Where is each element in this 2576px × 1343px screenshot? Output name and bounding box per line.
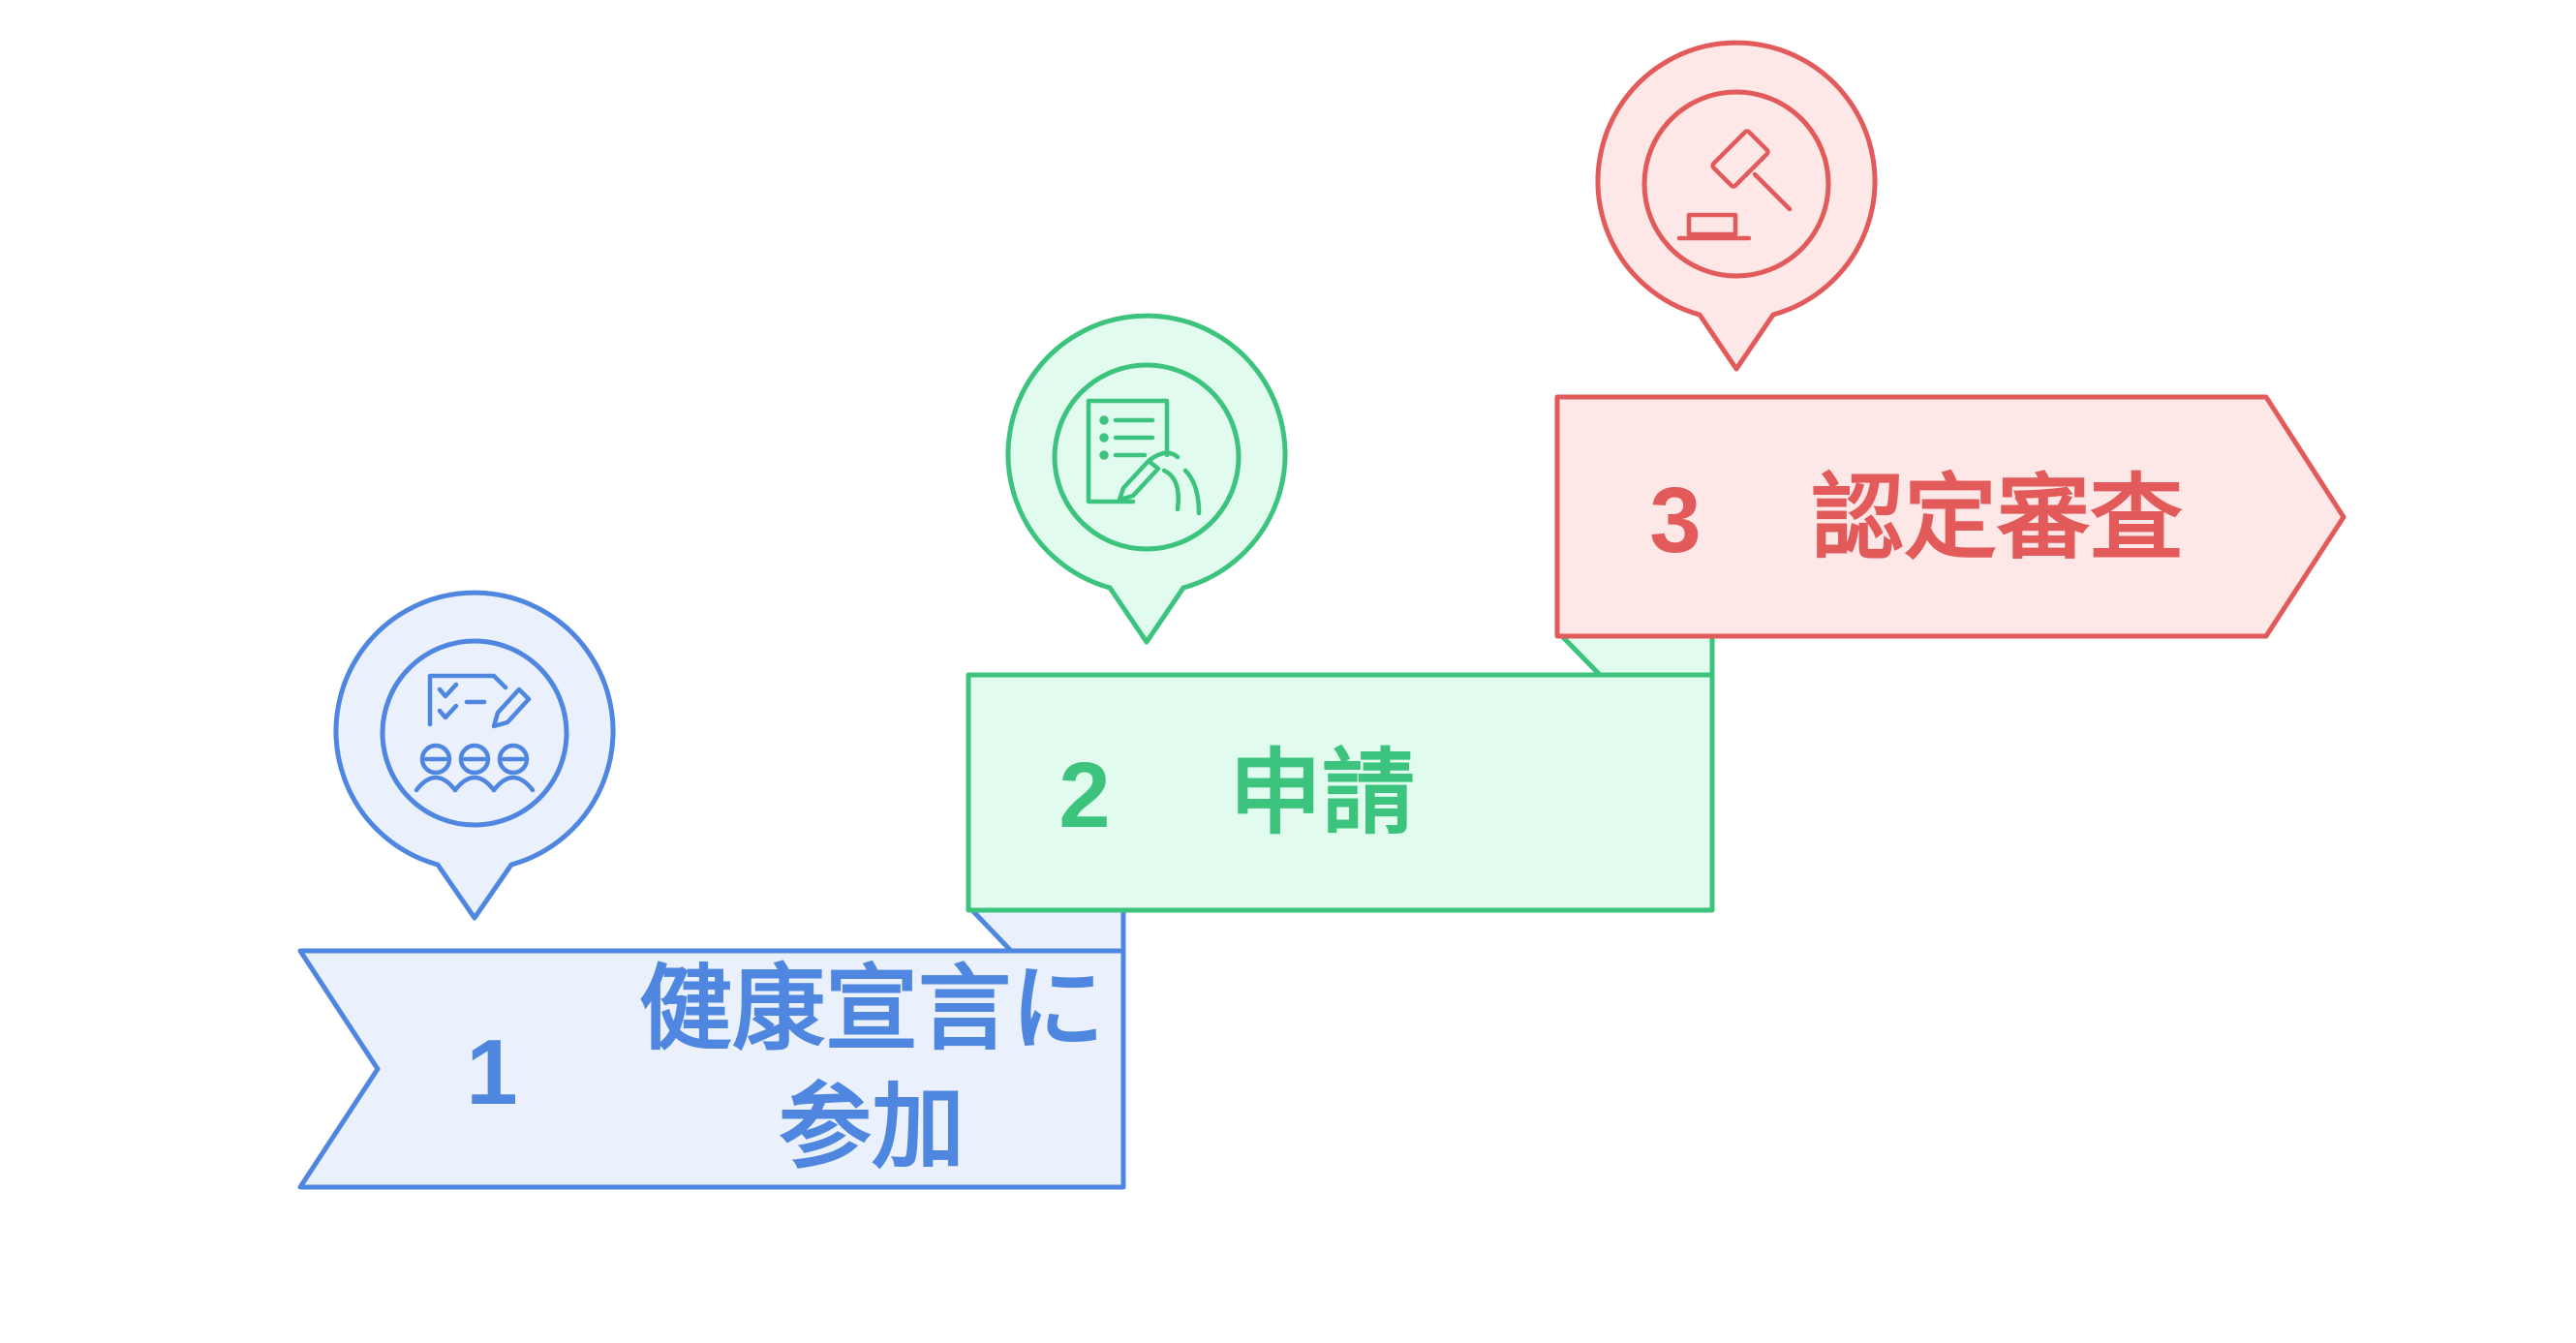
step-3-banner (1554, 394, 2346, 639)
step-3: 3 認定審査 (1554, 40, 2346, 639)
checklist-people-icon (414, 673, 536, 793)
step-1-fold (966, 903, 1126, 954)
step-1-number: 1 (466, 1021, 517, 1124)
step-3-marker (1595, 40, 1878, 372)
gavel-icon (1676, 129, 1793, 241)
step-2: 2 申請 (966, 313, 1715, 913)
step-2-marker (1005, 313, 1288, 645)
step-2-banner (966, 672, 1715, 913)
step-1-banner (297, 948, 1126, 1190)
step-2-label: 申請 (1229, 739, 1415, 847)
step-1-marker (333, 590, 616, 921)
step-3-number: 3 (1649, 469, 1701, 572)
step-1: 1 健康宣言に 参加 (297, 590, 1126, 1190)
step-3-label: 認定審査 (1811, 464, 2183, 572)
step-1-label-line2: 参加 (779, 1073, 965, 1181)
document-signing-icon (1086, 398, 1202, 516)
step-1-label-line1: 健康宣言に (639, 955, 1104, 1063)
step-2-number: 2 (1058, 744, 1110, 847)
